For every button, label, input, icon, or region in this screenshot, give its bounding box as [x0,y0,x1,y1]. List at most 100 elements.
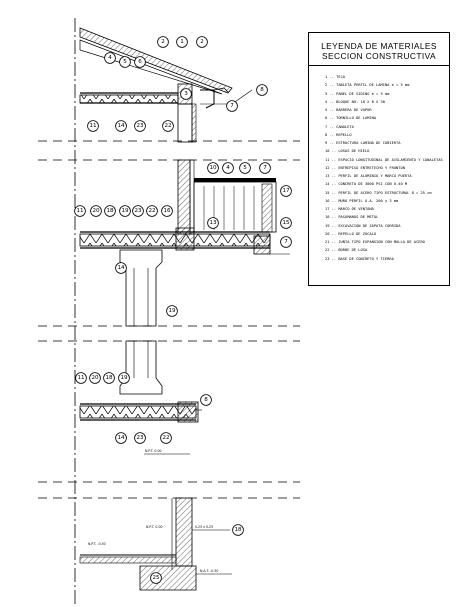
legend-list: 1 .- TEJA 2 .- TABLETA PERFIL DE LAMINA e… [325,73,443,263]
legend-title: LEYENDA DE MATERIALES SECCION CONSTRUCTI… [309,41,449,61]
callout-bubble: 14 [115,120,127,132]
callout-bubble: 23 [134,120,146,132]
upper-slab [79,92,197,143]
callout-bubble: 20 [90,205,102,217]
callout-label: 4 [108,55,112,61]
legend-title-line1: LEYENDA DE MATERIALES [321,41,437,51]
callout-bubble: 19 [119,205,131,217]
callout-label: 8 [204,397,208,403]
callout-bubble: 10 [207,162,219,174]
callout-bubble: 11 [87,120,99,132]
callout-bubble: 11 [75,372,87,384]
callout-circle [166,305,178,317]
callout-circle [104,52,116,64]
legend-item: 1 .- TEJA [325,75,345,79]
callout-bubble: 1 [176,36,188,48]
legend-item: 2 .- TABLETA PERFIL DE LAMINA e = 5 mm [325,83,410,88]
legend-item: 15 .- PERFIL DE ACERO TIPO ESTRUCTURAL 8… [325,190,432,195]
callout-circle [119,205,131,217]
foundation [79,497,232,591]
callout-circle [150,572,162,584]
legend-item: 23 .- BASE DE CONCRETO Y TIERRA [325,256,394,261]
callout-label: 3 [184,91,188,97]
callout-label: 23 [136,435,144,441]
callout-label: 5 [243,165,247,171]
callout-bubble: 7 [226,100,238,112]
callout-bubble: 18 [103,372,115,384]
callout-bubble: 23 [132,205,144,217]
legend-item: 19 .- EXCAVACION DE ZAPATA CORRIDA [325,223,401,228]
callout-circle [89,372,101,384]
legend-item: 6 .- TORNILLO DE LAMINA [325,116,377,121]
callout-bubble: 22 [146,205,158,217]
callout-bubble: 6 [134,56,146,68]
legend-item: 11 .- ESPACIO LONGITUDINAL DE AISLAMIENT… [325,157,443,162]
legend-item: 4 .- BLOQUE NO. 10 X 8 X 30 [325,99,385,104]
callout-bubble: 5 [239,162,251,174]
callout-bubble: 7 [259,162,271,174]
callout-label: 10 [209,165,217,171]
dim-note: N.P.T. -0.50 [88,542,106,546]
section-break-lines [38,140,300,499]
callout-circle [226,100,238,112]
legend-item: 14 .- CONCRETO DE 3000 PSI CON 0.40 M [325,182,408,187]
callout-circle [280,236,292,248]
callout-label: 7 [263,165,267,171]
callout-circle [259,162,271,174]
callout-bubble: 23 [134,432,146,444]
callout-circle [207,217,219,229]
legend-item: 13 .- PERFIL DE ALUMINIO Y MARCO PUERTA [325,174,412,178]
legend-item: 12 .- ENTREPISO ENTRETECHO Y FRONTON [325,165,405,170]
legend-item: 21 .- JUNTA TIPO EXPANSION CON MALLA DE … [325,240,425,244]
callout-label: 22 [148,208,155,214]
callout-label: 16 [163,208,171,214]
callout-label: 19 [168,308,176,314]
legend-item: 8 .- REPELLO [325,132,352,137]
callout-label: 23 [136,123,144,129]
legend-item: 17 .- MARCO DE VENTANA [325,207,374,211]
callout-label: 25 [152,575,160,581]
callout-circle [207,162,219,174]
callout-circle [280,185,292,197]
callout-label: 5 [123,59,127,65]
callout-label: 13 [209,220,217,226]
callout-label: 1 [180,39,184,45]
callout-bubble: 20 [89,372,101,384]
callout-circle [118,372,130,384]
legend-item: 5 .- BARRERA DE VAPOR [325,108,372,112]
dimension-notes: N.P.T. 0.00 N.P.T. -0.50 N.P.T. 0.00 0.2… [88,449,218,573]
callout-bubble: 7 [280,236,292,248]
callout-bubble: 3 [180,88,192,100]
callout-bubble: 2 [157,36,169,48]
callout-circle [146,205,158,217]
callout-label: 8 [260,87,264,93]
callout-label: 19 [121,208,129,214]
legend-item: 3 .- PANEL DE SIDING e = 5 mm [325,91,390,96]
callout-label: 14 [117,265,125,271]
legend-item: 9 .- ESTRUCTURA LAMINA DE CUBIERTA [325,141,401,145]
ground-floor-slab [79,401,202,455]
column [119,249,163,395]
callout-circle [160,432,172,444]
callout-bubble: 25 [150,572,162,584]
callout-label: 18 [234,527,242,533]
callout-circle [115,432,127,444]
callout-circle [87,120,99,132]
callout-circle [176,36,188,48]
callout-circle [280,217,292,229]
callout-label: 6 [138,59,142,65]
legend-title-line2: SECCION CONSTRUCTIVA [322,50,436,61]
callout-circle [134,56,146,68]
second-floor-slab [79,227,290,255]
callout-label: 23 [134,208,142,214]
callout-bubble: 13 [207,217,219,229]
callout-label: 14 [117,435,125,441]
callout-circle [115,120,127,132]
dim-note: N.P.T. 0.00 [146,525,163,529]
callout-bubble: 8 [256,84,268,96]
callout-label: 2 [161,39,165,45]
legend-box: LEYENDA DE MATERIALES SECCION CONSTRUCTI… [308,32,450,286]
callout-label: 20 [92,208,100,214]
